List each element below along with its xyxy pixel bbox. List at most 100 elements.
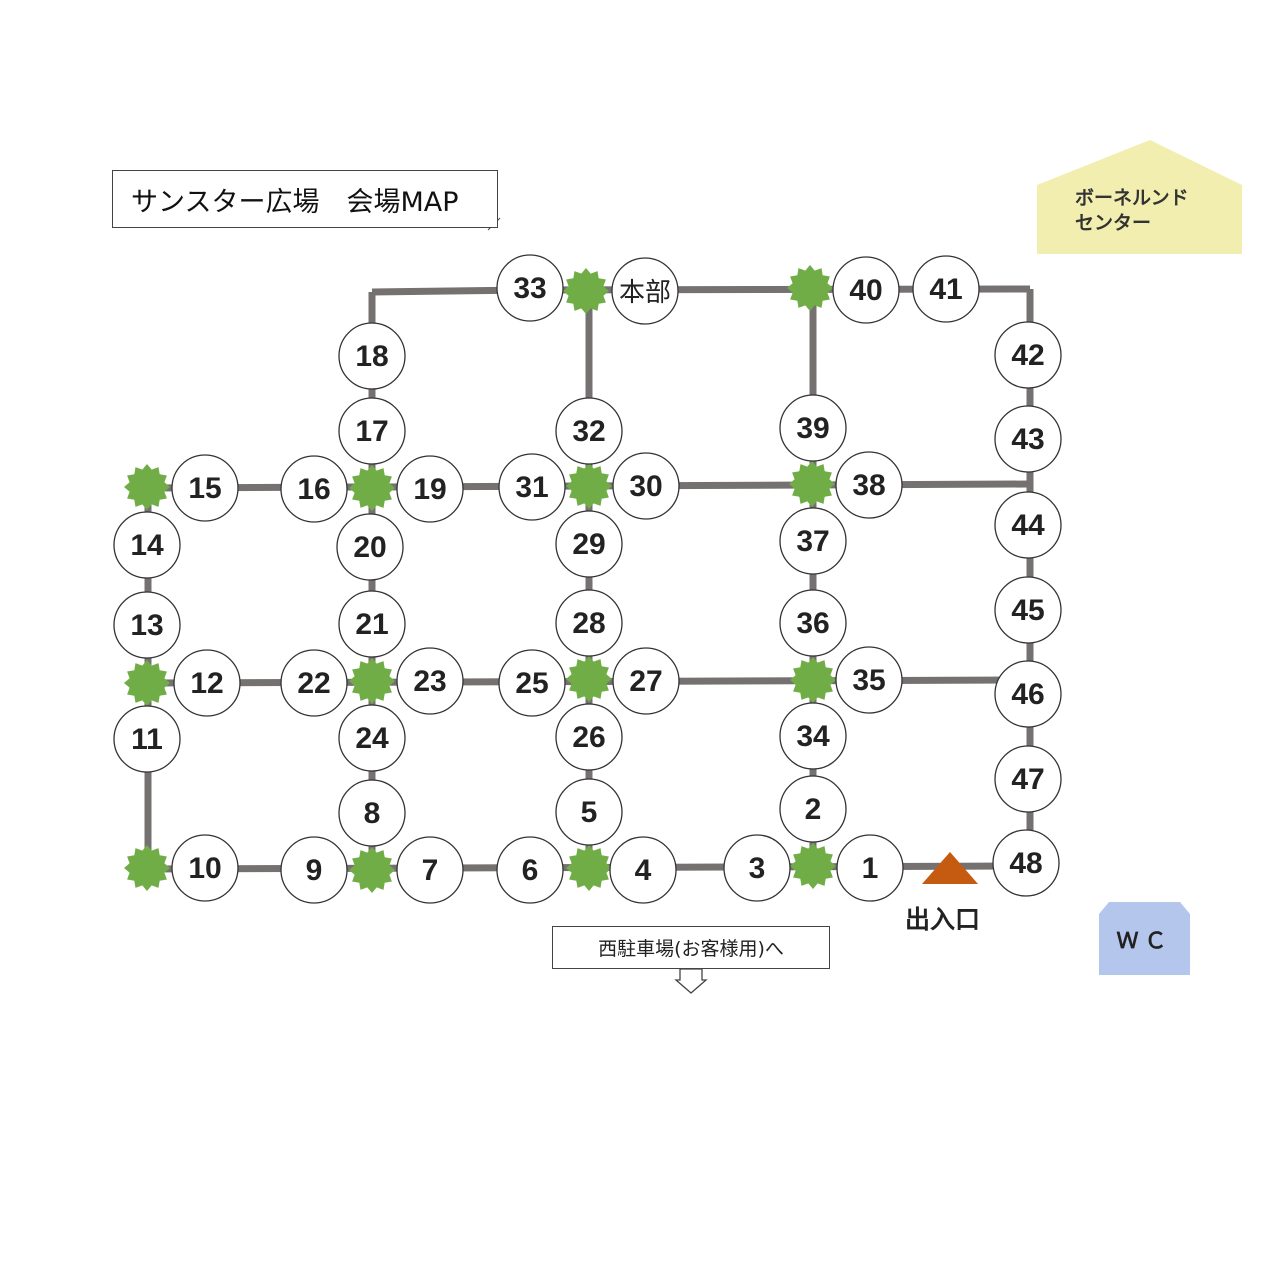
booth-9[interactable]: 9 — [280, 836, 348, 904]
booth-label: 36 — [796, 607, 829, 640]
booth-22[interactable]: 22 — [280, 649, 348, 717]
booth-label: 32 — [572, 415, 605, 448]
tree-icon — [789, 461, 835, 507]
booth-label: 4 — [635, 854, 652, 887]
booth-31[interactable]: 31 — [498, 453, 566, 521]
entrance-marker — [922, 852, 978, 884]
booth-23[interactable]: 23 — [396, 647, 464, 715]
booth-circle — [498, 453, 566, 521]
booth-circle — [994, 321, 1062, 389]
booth-30[interactable]: 30 — [612, 452, 680, 520]
booth-44[interactable]: 44 — [994, 491, 1062, 559]
booth-25[interactable]: 25 — [498, 649, 566, 717]
booth-circle — [338, 397, 406, 465]
booth-16[interactable]: 16 — [280, 455, 348, 523]
booth-circle — [336, 513, 404, 581]
booth-circle — [113, 705, 181, 773]
tree-icon — [349, 465, 395, 511]
booth-3[interactable]: 3 — [723, 834, 791, 902]
booth-circle — [994, 576, 1062, 644]
booth-21[interactable]: 21 — [338, 590, 406, 658]
booth-12[interactable]: 12 — [173, 649, 241, 717]
booth-20[interactable]: 20 — [336, 513, 404, 581]
booth-label: 13 — [130, 609, 163, 642]
booth-circle — [496, 254, 564, 322]
booth-label: 31 — [515, 471, 548, 504]
booth-43[interactable]: 43 — [994, 405, 1062, 473]
booth-36[interactable]: 36 — [779, 589, 847, 657]
booth-15[interactable]: 15 — [171, 454, 239, 522]
booth-33[interactable]: 33 — [496, 254, 564, 322]
booth-37[interactable]: 37 — [779, 507, 847, 575]
booth-8[interactable]: 8 — [338, 779, 406, 847]
booth-circle — [992, 829, 1060, 897]
booth-34[interactable]: 34 — [779, 702, 847, 770]
booth-10[interactable]: 10 — [171, 834, 239, 902]
booth-label: 22 — [297, 667, 330, 700]
booth-label: 44 — [1011, 509, 1045, 542]
booth-1[interactable]: 1 — [836, 834, 904, 902]
booth-label: 35 — [852, 664, 885, 697]
booth-label: 23 — [413, 665, 446, 698]
borneo-center-line2: センター — [1075, 212, 1152, 234]
booth-11[interactable]: 11 — [113, 705, 181, 773]
booth-18[interactable]: 18 — [338, 322, 406, 390]
booth-circle — [832, 256, 900, 324]
booth-label: 28 — [572, 607, 605, 640]
tree-icon — [787, 265, 833, 311]
headquarters-booth[interactable]: 本部 — [611, 257, 679, 325]
booth-circle — [609, 836, 677, 904]
booth-27[interactable]: 27 — [612, 647, 680, 715]
booth-35[interactable]: 35 — [835, 646, 903, 714]
booth-circle — [912, 255, 980, 323]
trees — [124, 265, 836, 893]
booth-label: 45 — [1011, 594, 1044, 627]
booth-24[interactable]: 24 — [338, 704, 406, 772]
booth-5[interactable]: 5 — [555, 778, 623, 846]
booth-label: 15 — [188, 472, 221, 505]
booth-45[interactable]: 45 — [994, 576, 1062, 644]
booth-circle — [723, 834, 791, 902]
booth-circle — [171, 834, 239, 902]
booth-29[interactable]: 29 — [555, 510, 623, 578]
booth-circle — [396, 647, 464, 715]
booth-28[interactable]: 28 — [555, 589, 623, 657]
booth-46[interactable]: 46 — [994, 660, 1062, 728]
wc-restroom: ＷＣ — [1099, 902, 1190, 975]
booth-circle — [779, 702, 847, 770]
booth-label: 14 — [130, 529, 164, 562]
booth-label: 46 — [1011, 678, 1044, 711]
booth-label: 6 — [522, 854, 539, 887]
parking-arrow-icon — [674, 968, 708, 994]
booth-41[interactable]: 41 — [912, 255, 980, 323]
borneo-center-building — [1037, 140, 1242, 254]
booth-4[interactable]: 4 — [609, 836, 677, 904]
booth-circle — [555, 589, 623, 657]
booth-7[interactable]: 7 — [396, 836, 464, 904]
booth-26[interactable]: 26 — [555, 703, 623, 771]
booth-label: 18 — [355, 340, 388, 373]
booth-39[interactable]: 39 — [779, 394, 847, 462]
booth-6[interactable]: 6 — [496, 836, 564, 904]
booth-40[interactable]: 40 — [832, 256, 900, 324]
booth-17[interactable]: 17 — [338, 397, 406, 465]
booth-47[interactable]: 47 — [994, 745, 1062, 813]
booth-2[interactable]: 2 — [779, 775, 847, 843]
booth-42[interactable]: 42 — [994, 321, 1062, 389]
booth-19[interactable]: 19 — [396, 455, 464, 523]
booth-circle — [113, 511, 181, 579]
booth-label: 2 — [805, 793, 822, 826]
booth-label: 17 — [355, 415, 388, 448]
booth-32[interactable]: 32 — [555, 397, 623, 465]
booth-label: 1 — [862, 852, 879, 885]
booth-48[interactable]: 48 — [992, 829, 1060, 897]
booth-13[interactable]: 13 — [113, 591, 181, 659]
booth-circle — [994, 745, 1062, 813]
tree-icon — [563, 268, 609, 314]
booth-circle — [555, 510, 623, 578]
booth-14[interactable]: 14 — [113, 511, 181, 579]
borneo-center-line1: ボーネルンド — [1075, 187, 1189, 209]
booth-38[interactable]: 38 — [835, 451, 903, 519]
tree-icon — [124, 845, 170, 891]
